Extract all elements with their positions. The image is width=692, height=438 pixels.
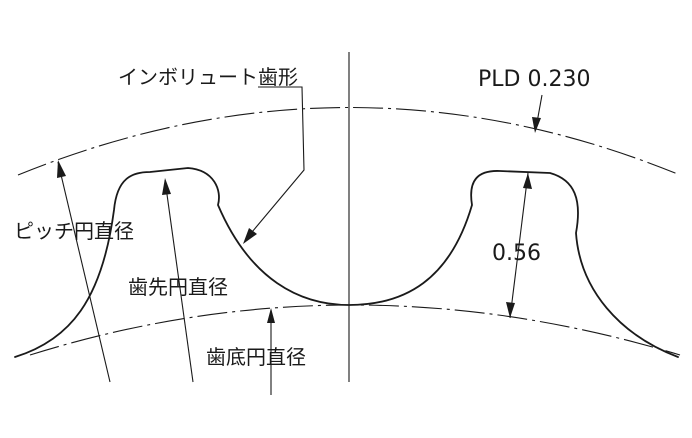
pitch-circle-leader [57, 161, 111, 383]
pitch-circle-arrowhead [57, 160, 66, 178]
tooth-depth-arrowhead-bottom [506, 302, 515, 318]
tooth-depth-label: 0.56 [492, 241, 541, 266]
tooth-depth-dimension-line [509, 172, 529, 319]
pitch-circle-diameter-label: ピッチ円直径 [14, 219, 134, 243]
tip-circle-diameter-label: 歯先円直径 [128, 275, 228, 299]
involute-profile-leader [246, 86, 305, 239]
tip-circle-arrowhead [162, 178, 171, 195]
involute-profile-arrowhead [243, 228, 257, 244]
tooth-depth-arrowhead-top [523, 173, 532, 189]
tooth-profile-outline [14, 167, 679, 358]
pld-label: PLD 0.230 [478, 67, 590, 92]
root-circle-diameter-label: 歯底円直径 [206, 345, 306, 369]
pitch-circle-line [17, 107, 681, 176]
tip-circle-leader [164, 179, 194, 383]
root-circle-line [29, 304, 681, 356]
pld-arrowhead [532, 117, 541, 133]
root-circle-arrowhead [267, 308, 275, 323]
involute-profile-label: インボリュート歯形 [118, 65, 298, 89]
